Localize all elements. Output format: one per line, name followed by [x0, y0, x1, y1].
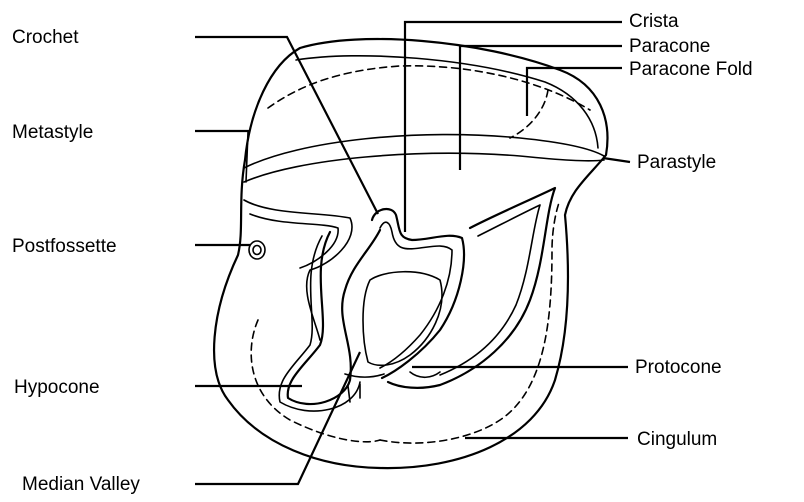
label-cingulum: Cingulum	[637, 429, 717, 450]
label-hypocone: Hypocone	[14, 377, 100, 398]
paracone-fold-leader	[527, 68, 622, 116]
label-paracone: Paracone	[629, 36, 710, 57]
label-median-valley: Median Valley	[22, 474, 140, 495]
crista-leader	[405, 22, 622, 232]
parastyle-leader	[603, 158, 630, 162]
labels: Crista Paracone Paracone Fold Crochet Me…	[12, 11, 753, 495]
label-crochet: Crochet	[12, 27, 79, 48]
label-crista: Crista	[629, 11, 679, 32]
postfossette-shape	[249, 241, 265, 259]
label-paracone-fold: Paracone Fold	[629, 59, 753, 80]
label-protocone: Protocone	[635, 357, 722, 378]
label-parastyle: Parastyle	[637, 152, 716, 173]
tooth-outline	[214, 39, 607, 468]
paracone-leader	[460, 46, 622, 170]
label-postfossette: Postfossette	[12, 236, 117, 257]
crochet-leader	[195, 37, 378, 214]
label-metastyle: Metastyle	[12, 122, 93, 143]
dashed-lines	[251, 66, 590, 443]
